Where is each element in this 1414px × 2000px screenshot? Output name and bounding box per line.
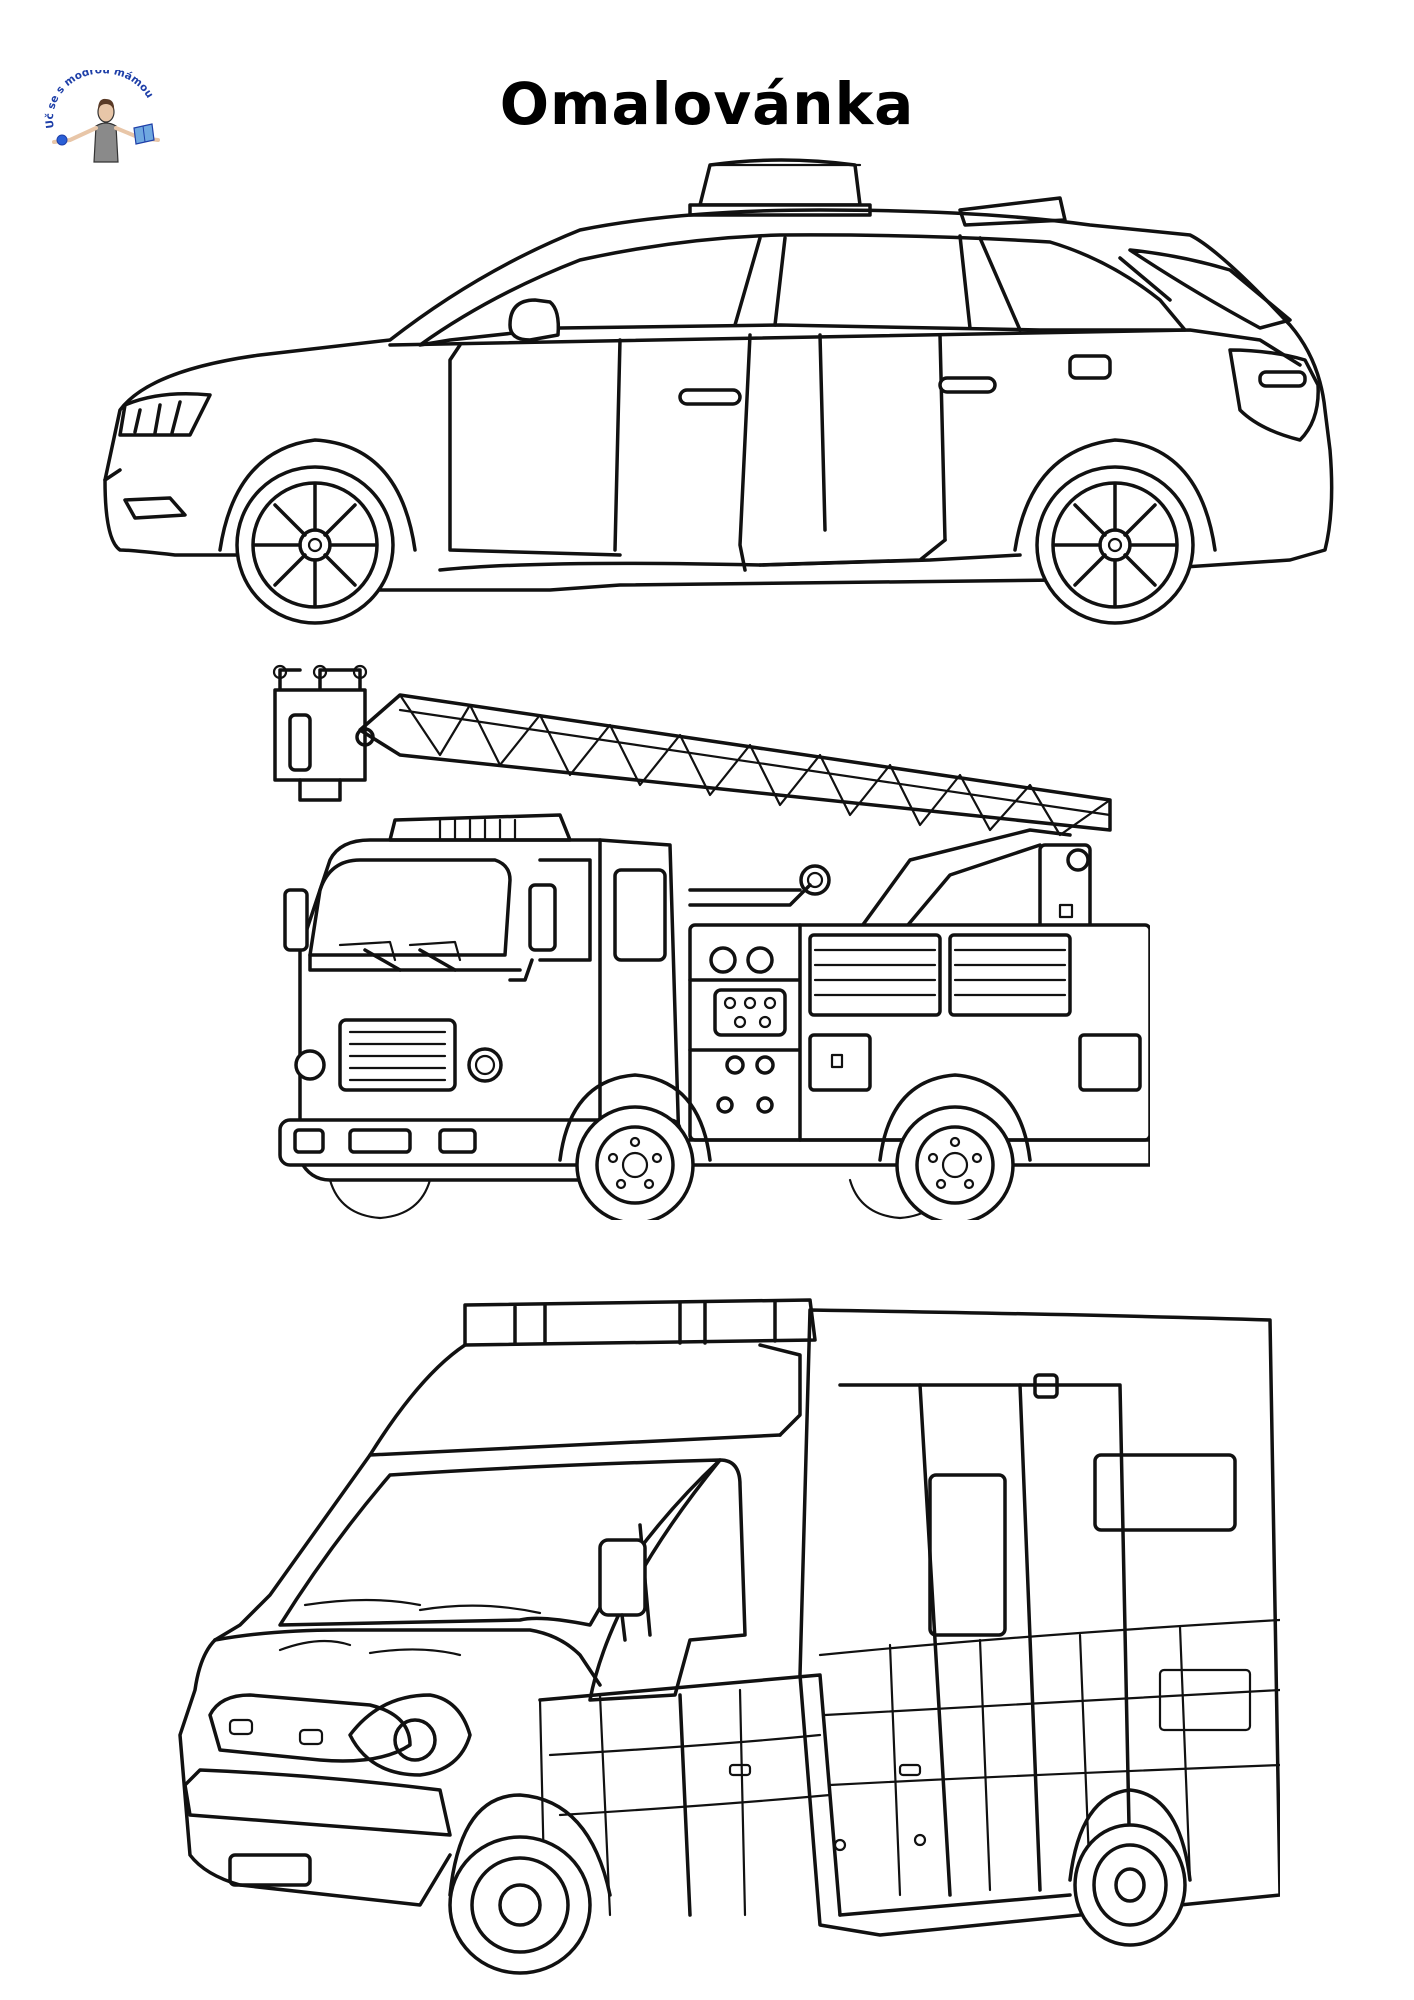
ambulance-drawing xyxy=(120,1295,1282,1975)
police-car-drawing xyxy=(60,150,1360,640)
police-car-icon xyxy=(103,158,1334,625)
logo: Uč se s modrou mámou xyxy=(40,64,170,170)
fire-truck-icon xyxy=(272,664,1152,1225)
page-title: Omalovánka xyxy=(499,70,915,138)
fire-truck-drawing xyxy=(270,660,1152,1225)
woman-with-book-logo-icon: Uč se s modrou mámou xyxy=(44,64,160,163)
ambulance-icon xyxy=(178,1298,1282,1975)
